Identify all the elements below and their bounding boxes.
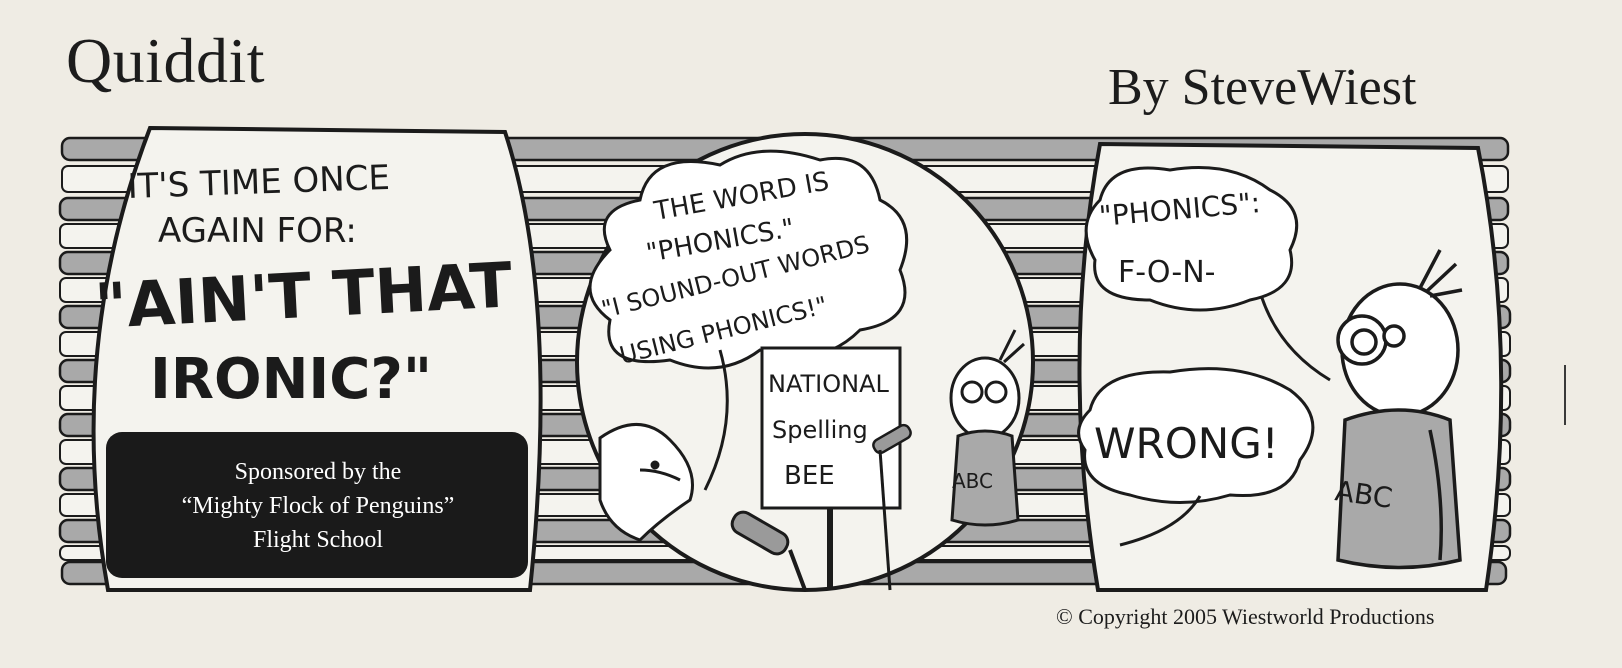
- panel-3-bubble-1-line-2: F-O-N-: [1118, 255, 1215, 290]
- sponsor-box-text: Sponsored by the “Mighty Flock of Pengui…: [118, 438, 518, 574]
- panel-3-speech-bubble-2: [1077, 367, 1315, 504]
- panel-3-speech-bubble-1: [1084, 166, 1299, 312]
- comic-byline: By SteveWiest: [1108, 59, 1417, 116]
- panel-2-shirt-label: ABC: [952, 469, 993, 493]
- speller-character: [949, 329, 1026, 527]
- page-edge-mark: [1564, 365, 1566, 425]
- microphone-icon: [872, 423, 912, 591]
- sign-line-1: NATIONAL: [768, 370, 890, 398]
- sponsor-line-1: Sponsored by the: [234, 459, 402, 485]
- comic-title: Quiddit: [66, 25, 266, 96]
- panel-1-line-1: IT'S TIME ONCE: [127, 158, 391, 207]
- panel-2-speech-bubble: [588, 149, 909, 370]
- sponsor-box: [106, 432, 528, 578]
- sign-line-3: BEE: [784, 461, 835, 491]
- copyright-notice: © Copyright 2005 Wiestworld Productions: [1056, 604, 1435, 629]
- sign-line-2: Spelling: [772, 416, 868, 444]
- sponsor-line-3: Flight School: [252, 527, 384, 553]
- microphone-icon: [730, 510, 807, 591]
- speller-character-closeup: [1336, 249, 1463, 570]
- host-character: [598, 423, 694, 542]
- panel-1-line-2: AGAIN FOR:: [158, 211, 357, 251]
- panel-1-line-4: IRONIC?": [150, 347, 432, 412]
- panel-3-bubble-2: WRONG!: [1094, 419, 1279, 468]
- panel-3-shirt-label: ABC: [1333, 474, 1394, 515]
- sponsor-line-2: “Mighty Flock of Penguins”: [181, 493, 455, 519]
